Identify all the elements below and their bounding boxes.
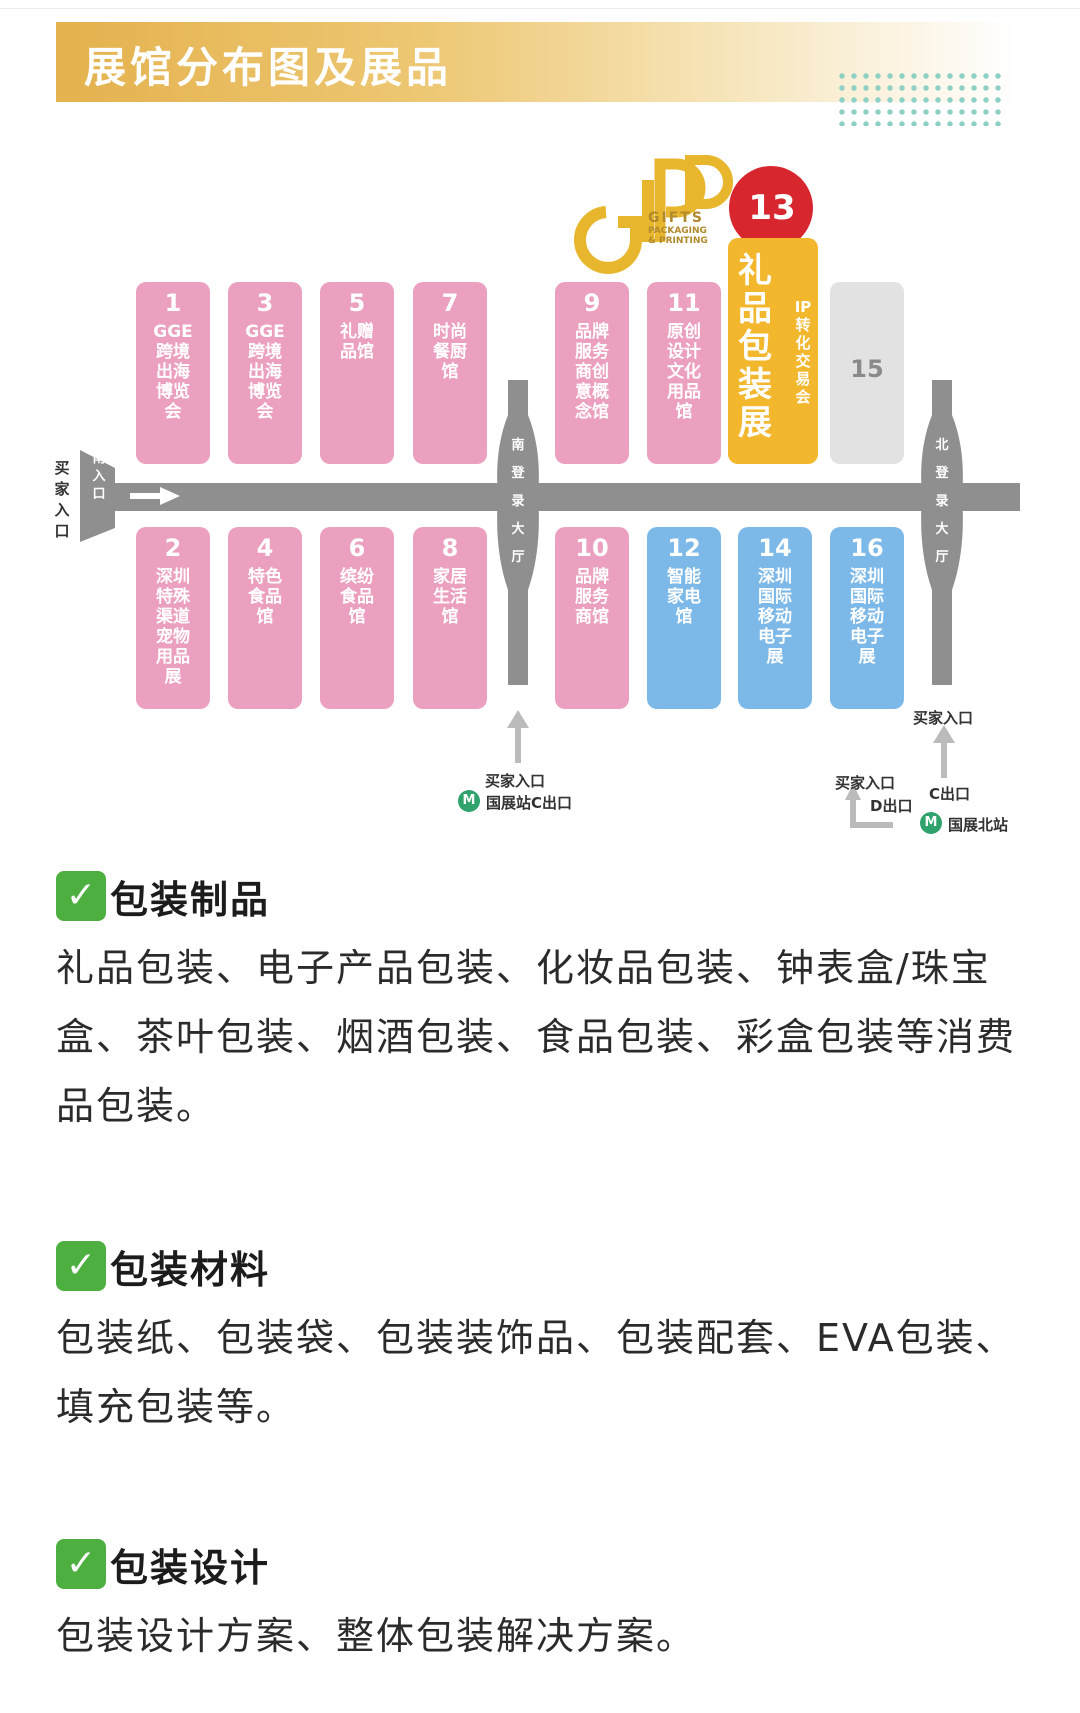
hall-number: 16 [850, 534, 884, 562]
hall-11: 11 原创设计文化用品馆 [647, 282, 721, 464]
d-exit-arrow-head [845, 784, 861, 800]
hall-number: 8 [441, 534, 459, 562]
hall-7: 7 时尚餐厨馆 [413, 282, 487, 464]
hall-name: 礼赠品馆 [340, 322, 374, 362]
logo-g-shape [574, 206, 642, 274]
hall-14: 14 深圳国际移动电子展 [738, 527, 812, 709]
hall-number: 1 [164, 289, 182, 317]
hall-number: 4 [256, 534, 274, 562]
check-icon: ✓ [56, 871, 106, 921]
section-packaging-materials: ✓ 包装材料 包装纸、包装袋、包装装饰品、包装配套、EVA包装、填充包装等。 [56, 1238, 1036, 1442]
buyer-entrance-north-label: 买家入口 [913, 709, 974, 727]
map-roads [80, 155, 1020, 828]
hall-6: 6 缤纷食品馆 [320, 527, 394, 709]
section-body: 包装设计方案、整体包装解决方案。 [56, 1614, 697, 1658]
section-packaging-products: ✓ 包装制品 礼品包装、电子产品包装、化妆品包装、钟表盒/珠宝盒、茶叶包装、烟酒… [56, 868, 1036, 1141]
section-body: 礼品包装、电子产品包装、化妆品包装、钟表盒/珠宝盒、茶叶包装、烟酒包装、食品包装… [56, 946, 1017, 1128]
north-lobby-shape [921, 380, 963, 685]
hall-featured: 礼品包装展 IP转化交易会 [728, 238, 818, 464]
south-lobby-label: 南登录大厅 [511, 438, 525, 565]
metro-icon: M [458, 790, 480, 812]
hall-8: 8 家居生活馆 [413, 527, 487, 709]
highlight-number: 13 [748, 188, 796, 228]
banner-title: 展馆分布图及展品 [84, 43, 453, 92]
south-arrow-head [507, 710, 529, 728]
hall-name: 智能家电馆 [667, 567, 701, 627]
hall-number: 7 [441, 289, 459, 317]
logo-i-shape [642, 180, 654, 242]
logo-p2-shape [685, 155, 733, 212]
north-lobby-label: 北登录大厅 [935, 438, 949, 565]
hall-number: 10 [575, 534, 609, 562]
dot-pattern-decoration [836, 70, 1004, 126]
hall-name: 深圳国际移动电子展 [758, 567, 792, 667]
hall-4: 4 特色食品馆 [228, 527, 302, 709]
hall-number: 11 [667, 289, 701, 317]
hall-number: 9 [583, 289, 601, 317]
check-icon: ✓ [56, 1241, 106, 1291]
hall-16: 16 深圳国际移动电子展 [830, 527, 904, 709]
north-arrow-shaft [941, 740, 947, 778]
section-body: 包装纸、包装袋、包装装饰品、包装配套、EVA包装、填充包装等。 [56, 1316, 1016, 1429]
metro-north-icon: M [920, 812, 942, 834]
corridor-arrow-head [160, 487, 180, 505]
buyer-entrance-d-label: 买家入口 [835, 774, 896, 792]
c-exit-label: C出口 [929, 785, 971, 803]
section-title: 包装设计 [110, 1545, 271, 1590]
hall-name: 家居生活馆 [433, 567, 467, 627]
hall-number: 5 [348, 289, 366, 317]
buyer-entrance-south-label: 买家入口 [485, 772, 546, 790]
logo-p1-shape [654, 158, 706, 242]
logo-text-packaging: PACKAGING [648, 226, 707, 236]
south-entrance-wedge [80, 450, 115, 542]
d-exit-arrow [850, 796, 893, 828]
section-title: 包装制品 [110, 877, 271, 922]
top-divider [0, 8, 1080, 9]
logo-text-printing: & PRINTING [648, 236, 708, 246]
corridor-arrow-shaft [130, 493, 160, 499]
metro-north-label: 国展北站 [948, 816, 1009, 834]
hall-name: 深圳特殊渠道宠物用品展 [156, 567, 190, 687]
hall-name: 特色食品馆 [248, 567, 282, 627]
hall-12: 12 智能家电馆 [647, 527, 721, 709]
hall-name: 时尚餐厨馆 [433, 322, 467, 382]
hall-2: 2 深圳特殊渠道宠物用品展 [136, 527, 210, 709]
check-icon: ✓ [56, 1539, 106, 1589]
hall-number: 6 [348, 534, 366, 562]
section-banner: 展馆分布图及展品 [56, 22, 1016, 126]
hall-name: GGE跨境出海博览会 [153, 322, 193, 422]
hall-name: 原创设计文化用品馆 [667, 322, 701, 422]
highlight-pin-circle [729, 166, 813, 250]
south-lobby-shape [497, 380, 539, 685]
hall-name: 礼品包装展 [738, 251, 772, 443]
hall-subtitle: IP转化交易会 [794, 298, 812, 406]
hall-name: GGE跨境出海博览会 [245, 322, 285, 422]
hall-number: 14 [758, 534, 792, 562]
section-packaging-design: ✓ 包装设计 包装设计方案、整体包装解决方案。 [56, 1536, 1036, 1671]
hall-number: 2 [164, 534, 182, 562]
hall-name: 品牌服务商创意概念馆 [575, 322, 609, 422]
buyer-entrance-vertical-label: 买家入口 [54, 459, 70, 540]
hall-5: 5 礼赠品馆 [320, 282, 394, 464]
hall-9: 9 品牌服务商创意概念馆 [555, 282, 629, 464]
hall-name: 深圳国际移动电子展 [850, 567, 884, 667]
hall-name: 品牌服务商馆 [575, 567, 609, 627]
south-arrow-shaft [515, 725, 521, 763]
hall-number: 12 [667, 534, 701, 562]
main-corridor [115, 483, 1020, 511]
north-arrow-head [933, 725, 955, 743]
d-exit-label: D出口 [870, 797, 913, 815]
logo-text-gifts: GIFTS [648, 210, 704, 226]
hall-15: 15 [830, 282, 904, 464]
section-title: 包装材料 [110, 1247, 271, 1292]
hall-number: 3 [256, 289, 274, 317]
hall-number: 15 [850, 355, 884, 383]
hall-10: 10 品牌服务商馆 [555, 527, 629, 709]
hall-name: 缤纷食品馆 [340, 567, 374, 627]
metro-c-exit-label: 国展站C出口 [486, 794, 573, 812]
south-entrance-label: 南入口 [92, 451, 106, 502]
